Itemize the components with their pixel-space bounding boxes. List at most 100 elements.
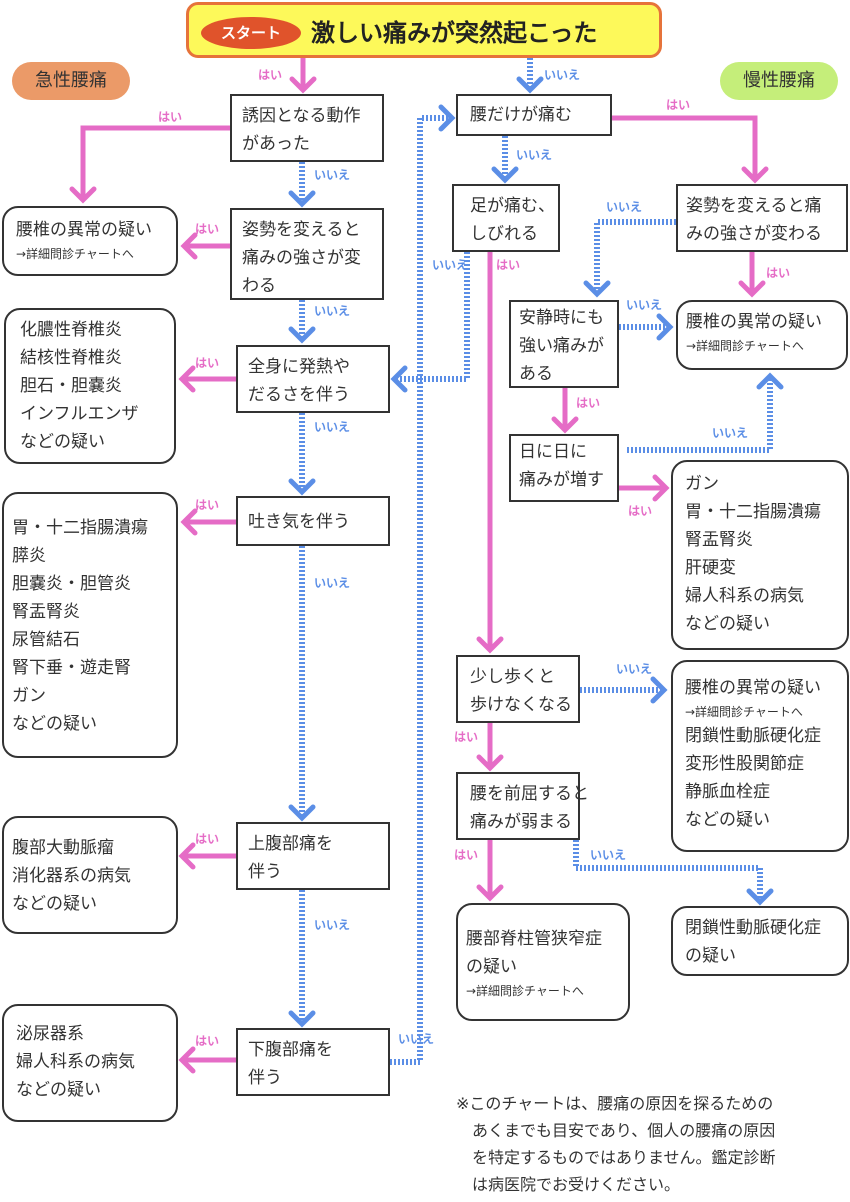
label-no: いいえ: [626, 298, 663, 312]
label-no: いいえ: [712, 426, 749, 440]
text-line: 上腹部痛を: [248, 834, 333, 854]
result-aortic-digestive: 腹部大動脈瘤 消化器系の病気 などの疑い: [2, 816, 178, 934]
text-line: 伴う: [248, 1068, 282, 1088]
text-line: 歩けなくなる: [470, 695, 572, 715]
question-leg-pain: 足が痛む、 しびれる: [452, 184, 560, 252]
question-walking-difficulty: 少し歩くと 歩けなくなる: [456, 655, 580, 723]
category-acute: 急性腰痛: [12, 62, 130, 100]
result-lumbar-abnormality: 腰椎の異常の疑い →詳細問診チャートへ: [2, 206, 178, 276]
label-yes: はい: [766, 266, 791, 280]
label-yes: はい: [195, 832, 220, 846]
label-no: いいえ: [398, 1032, 435, 1046]
detail-chart-link[interactable]: →詳細問診チャートへ: [685, 705, 803, 719]
arrowhead-icon: [289, 76, 317, 94]
arrowhead-icon: [178, 1046, 196, 1074]
arrowhead-icon: [288, 1010, 316, 1028]
text-line: インフルエンザ: [20, 404, 139, 424]
arrowhead-icon: [180, 508, 198, 536]
text-line: ある: [519, 364, 553, 384]
text-line: 肝硬変: [685, 558, 736, 578]
arrowhead-icon: [476, 884, 504, 902]
arrowhead-icon: [746, 888, 774, 906]
arrowhead-icon: [178, 365, 196, 393]
question-forward-bend: 腰を前屈すると 痛みが弱まる: [456, 772, 589, 840]
label-yes: はい: [628, 504, 653, 518]
text-line: があった: [242, 134, 310, 154]
label-no: いいえ: [516, 148, 553, 162]
category-chronic: 慢性腰痛: [720, 62, 838, 100]
label-no: いいえ: [616, 662, 653, 676]
label-yes: はい: [496, 258, 521, 272]
label-yes: はい: [666, 98, 691, 112]
detail-chart-link[interactable]: →詳細問診チャートへ: [16, 247, 134, 261]
text-line: 腰部脊柱管狭窄症: [466, 929, 602, 949]
text-line: 腰椎の異常の疑い: [685, 678, 821, 698]
text-line: などの疑い: [12, 714, 97, 734]
result-infection: 化膿性脊椎炎 結核性脊椎炎 胆石・胆嚢炎 インフルエンザ などの疑い: [4, 308, 176, 464]
result-lumbar-abnormality-chronic: 腰椎の異常の疑い →詳細問診チャートへ: [676, 300, 848, 370]
start-title: 激しい痛みが突然起こった: [311, 19, 598, 47]
arrowhead-icon: [288, 190, 316, 208]
start-badge: スタート: [201, 17, 301, 49]
question-pain-at-rest: 安静時にも 強い痛みが ある: [509, 300, 619, 388]
label-no: いいえ: [544, 68, 581, 82]
text-line: 痛みの強さが変: [242, 248, 361, 268]
text-line: 少し歩くと: [470, 667, 555, 687]
arrowhead-icon: [180, 232, 198, 260]
text-line: 安静時にも: [519, 308, 604, 328]
label-no: いいえ: [314, 420, 351, 434]
text-line: 腹部大動脈瘤: [12, 838, 114, 858]
arrowhead-icon: [476, 636, 504, 654]
label-yes: はい: [195, 356, 220, 370]
text-line: みの強さが変わる: [686, 224, 822, 244]
text-line: わる: [242, 276, 276, 296]
start-box: スタート 激しい痛みが突然起こった: [186, 2, 662, 58]
text-line: などの疑い: [20, 432, 105, 452]
arrowhead-icon: [551, 416, 579, 434]
text-line: 誘因となる動作: [242, 106, 361, 126]
question-fever: 全身に発熱や だるさを伴う: [236, 345, 390, 413]
label-yes: はい: [454, 730, 479, 744]
arrowhead-icon: [583, 280, 611, 298]
label-yes: はい: [195, 1034, 220, 1048]
text-line: を特定するものではありません。鑑定診断: [456, 1148, 776, 1167]
text-line: などの疑い: [12, 894, 97, 914]
text-line: 胃・十二指腸潰瘍: [685, 502, 821, 522]
question-trigger-action: 誘因となる動作 があった: [230, 94, 384, 162]
text-line: 強い痛みが: [519, 336, 604, 356]
text-line: 閉鎖性動脈硬化症: [685, 918, 821, 938]
text-line: ガン: [685, 474, 719, 494]
arrowhead-icon: [656, 313, 674, 341]
detail-chart-link[interactable]: →詳細問診チャートへ: [466, 984, 584, 998]
result-digestive-urinary: 胃・十二指腸潰瘍 膵炎 胆嚢炎・胆管炎 腎盂腎炎 尿管結石 腎下垂・遊走腎 ガン…: [2, 492, 178, 758]
text-line: 婦人科系の病気: [16, 1052, 135, 1072]
result-cancer-etc: ガン 胃・十二指腸潰瘍 腎盂腎炎 肝硬変 婦人科系の病気 などの疑い: [671, 460, 849, 650]
result-spinal-stenosis: 腰部脊柱管狭窄症 の疑い →詳細問診チャートへ: [456, 903, 630, 1021]
label-no: いいえ: [314, 168, 351, 182]
text-line: 腰を前屈すると: [470, 784, 589, 804]
text-line: 変形性股関節症: [685, 754, 804, 774]
text-line: 胆嚢炎・胆管炎: [12, 574, 131, 594]
arrowhead-icon: [390, 365, 408, 393]
text-line: 姿勢を変えると痛: [686, 196, 822, 216]
label-yes: はい: [258, 68, 283, 82]
question-posture-change: 姿勢を変えると 痛みの強さが変 わる: [230, 208, 384, 300]
text-line: の疑い: [466, 957, 517, 977]
arrowhead-icon: [652, 474, 670, 502]
text-line: 膵炎: [12, 546, 46, 566]
text-line: 腰だけが痛む: [470, 105, 572, 125]
text-line: 静脈血栓症: [685, 782, 770, 802]
arrowhead-icon: [438, 104, 456, 132]
text-line: 伴う: [248, 862, 282, 882]
arrowhead-icon: [288, 804, 316, 822]
text-line: 全身に発熱や: [248, 357, 350, 377]
arrowhead-icon: [738, 280, 766, 298]
arrowhead-icon: [516, 76, 544, 94]
label-no: いいえ: [590, 848, 627, 862]
detail-chart-link[interactable]: →詳細問診チャートへ: [686, 339, 804, 353]
text-line: 泌尿器系: [16, 1024, 84, 1044]
text-line: 化膿性脊椎炎: [20, 320, 122, 340]
text-line: ※このチャートは、腰痛の原因を探るための: [456, 1094, 774, 1113]
text-line: しびれる: [470, 224, 538, 244]
